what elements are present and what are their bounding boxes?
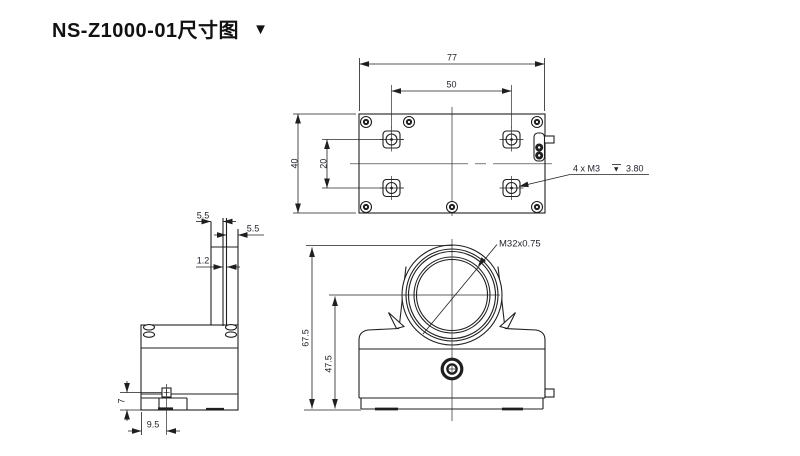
side-tab	[544, 388, 555, 398]
page-title-text: NS-Z1000-01尺寸图	[52, 20, 240, 42]
right-shoulder	[504, 327, 546, 398]
right-ear	[498, 312, 516, 330]
dim-center-height-label: 47.5	[324, 355, 334, 373]
corner-screw-icon	[359, 200, 373, 214]
side-view-drawing: 5.5 5.5 1.2 7	[117, 211, 264, 435]
thread-note-prefix: 4 x M3	[573, 164, 600, 174]
front-connector-icon	[440, 357, 464, 381]
dim-top-width-label: 77	[447, 53, 457, 63]
dim-row-spacing: 20	[318, 139, 330, 188]
dim-row-spacing-label: 20	[318, 159, 328, 169]
front-view-drawing: M32x0.75 67.5 47.5	[301, 239, 555, 421]
dim-plate-thickness: 1.2	[196, 256, 240, 270]
leader-line	[422, 244, 498, 335]
dim-plate-thickness-label: 1.2	[197, 256, 210, 266]
dim-screw-offset-label: 9.5	[147, 420, 160, 430]
leader-line	[518, 174, 571, 188]
side-view-body	[140, 324, 239, 411]
thread-note-depth: 3.80	[626, 164, 644, 174]
dim-offset-left: 5.5	[196, 211, 236, 225]
thread-depth-note: 4 x M3 ▼ 3.80	[518, 164, 649, 188]
dim-total-height: 67.5	[301, 245, 453, 411]
dim-screw-offset: 9.5	[128, 412, 180, 435]
corner-screw-icon	[445, 200, 459, 214]
dim-offset-left-label: 5.5	[197, 211, 210, 221]
dim-hole-spacing-label: 50	[446, 80, 456, 90]
title-triangle-marker: ▼	[253, 21, 269, 38]
dim-top-height-label: 40	[290, 158, 300, 168]
top-view-drawing: 77 50 40 20 4 x M3	[290, 53, 649, 216]
corner-screw-icon	[402, 115, 416, 129]
corner-screw-icon	[530, 200, 544, 214]
dim-base-height-label: 7	[117, 398, 127, 403]
side-connector	[533, 132, 555, 162]
dim-top-height: 40	[290, 113, 356, 214]
dim-offset-right: 5.5	[214, 224, 264, 238]
left-shoulder	[358, 327, 400, 398]
page-title: NS-Z1000-01尺寸图 ▼	[52, 14, 268, 43]
leader-arrowhead	[478, 257, 486, 266]
corner-screw-icon	[359, 115, 373, 129]
thread-size-note: M32x0.75	[422, 239, 541, 335]
dim-total-height-label: 67.5	[301, 329, 311, 347]
dim-offset-right-label: 5.5	[247, 224, 260, 234]
depth-symbol-icon: ▼	[613, 165, 620, 174]
dim-base-height: 7	[117, 381, 141, 421]
dim-center-height: 47.5	[324, 294, 405, 409]
left-ear	[388, 312, 406, 330]
dim-hole-spacing: 50	[391, 80, 512, 94]
dim-top-width: 77	[359, 53, 545, 111]
corner-screw-icon	[530, 115, 544, 129]
thread-size-label: M32x0.75	[499, 239, 541, 250]
